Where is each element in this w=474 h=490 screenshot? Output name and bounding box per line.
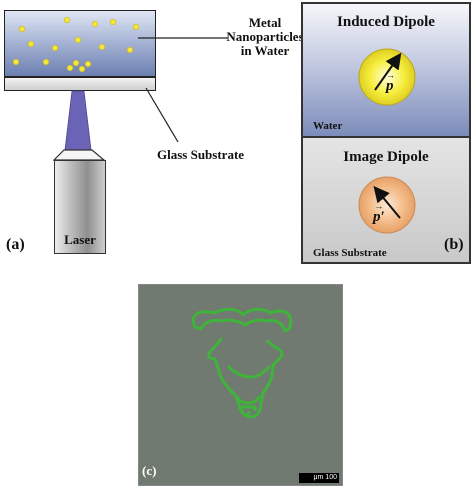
induced-vector-letter: p <box>386 78 394 94</box>
panel-c-label: (c) <box>142 463 157 478</box>
glass-substrate-label: Glass Substrate <box>157 147 245 162</box>
glass-substrate-slab <box>4 77 156 91</box>
fluorescence-micrograph <box>138 284 343 486</box>
image-vector-letter: p′ <box>373 209 385 225</box>
panel-b-frame: → p → p′ Induced Dipole Image Dipole Wat… <box>301 2 471 264</box>
image-dipole-title: Image Dipole <box>343 149 429 165</box>
induced-dipole-arrow <box>374 52 402 91</box>
image-vector-symbol: → p′ <box>373 201 385 226</box>
panel-a-drawing <box>12 16 228 161</box>
panel-a-label: (a) <box>6 236 25 253</box>
image-dipole-arrow <box>373 185 401 219</box>
glass-substrate-label-b: Glass Substrate <box>313 247 387 259</box>
laser-body <box>54 160 106 254</box>
panel-b-drawing <box>358 48 416 234</box>
metal-nanoparticles-label: Metal Nanoparticles in Water <box>222 16 308 58</box>
water-label: Water <box>313 120 343 132</box>
laser-head <box>52 149 106 161</box>
scale-bar: μm 100 <box>299 473 339 483</box>
metal-label-line3: in Water <box>240 43 290 58</box>
panel-b-label: (b) <box>444 236 464 253</box>
induced-dipole-title: Induced Dipole <box>337 14 435 30</box>
metal-label-line2: Nanoparticles <box>226 29 304 44</box>
laser-label: Laser <box>64 232 96 247</box>
image-dipole-sphere <box>358 176 416 234</box>
laser-beam <box>64 90 92 151</box>
glass-leader-line <box>145 87 179 143</box>
metal-label-line1: Metal <box>248 15 282 30</box>
bull-head-pattern <box>191 307 293 419</box>
nanoparticles <box>12 16 140 73</box>
induced-vector-symbol: → p <box>386 70 395 95</box>
